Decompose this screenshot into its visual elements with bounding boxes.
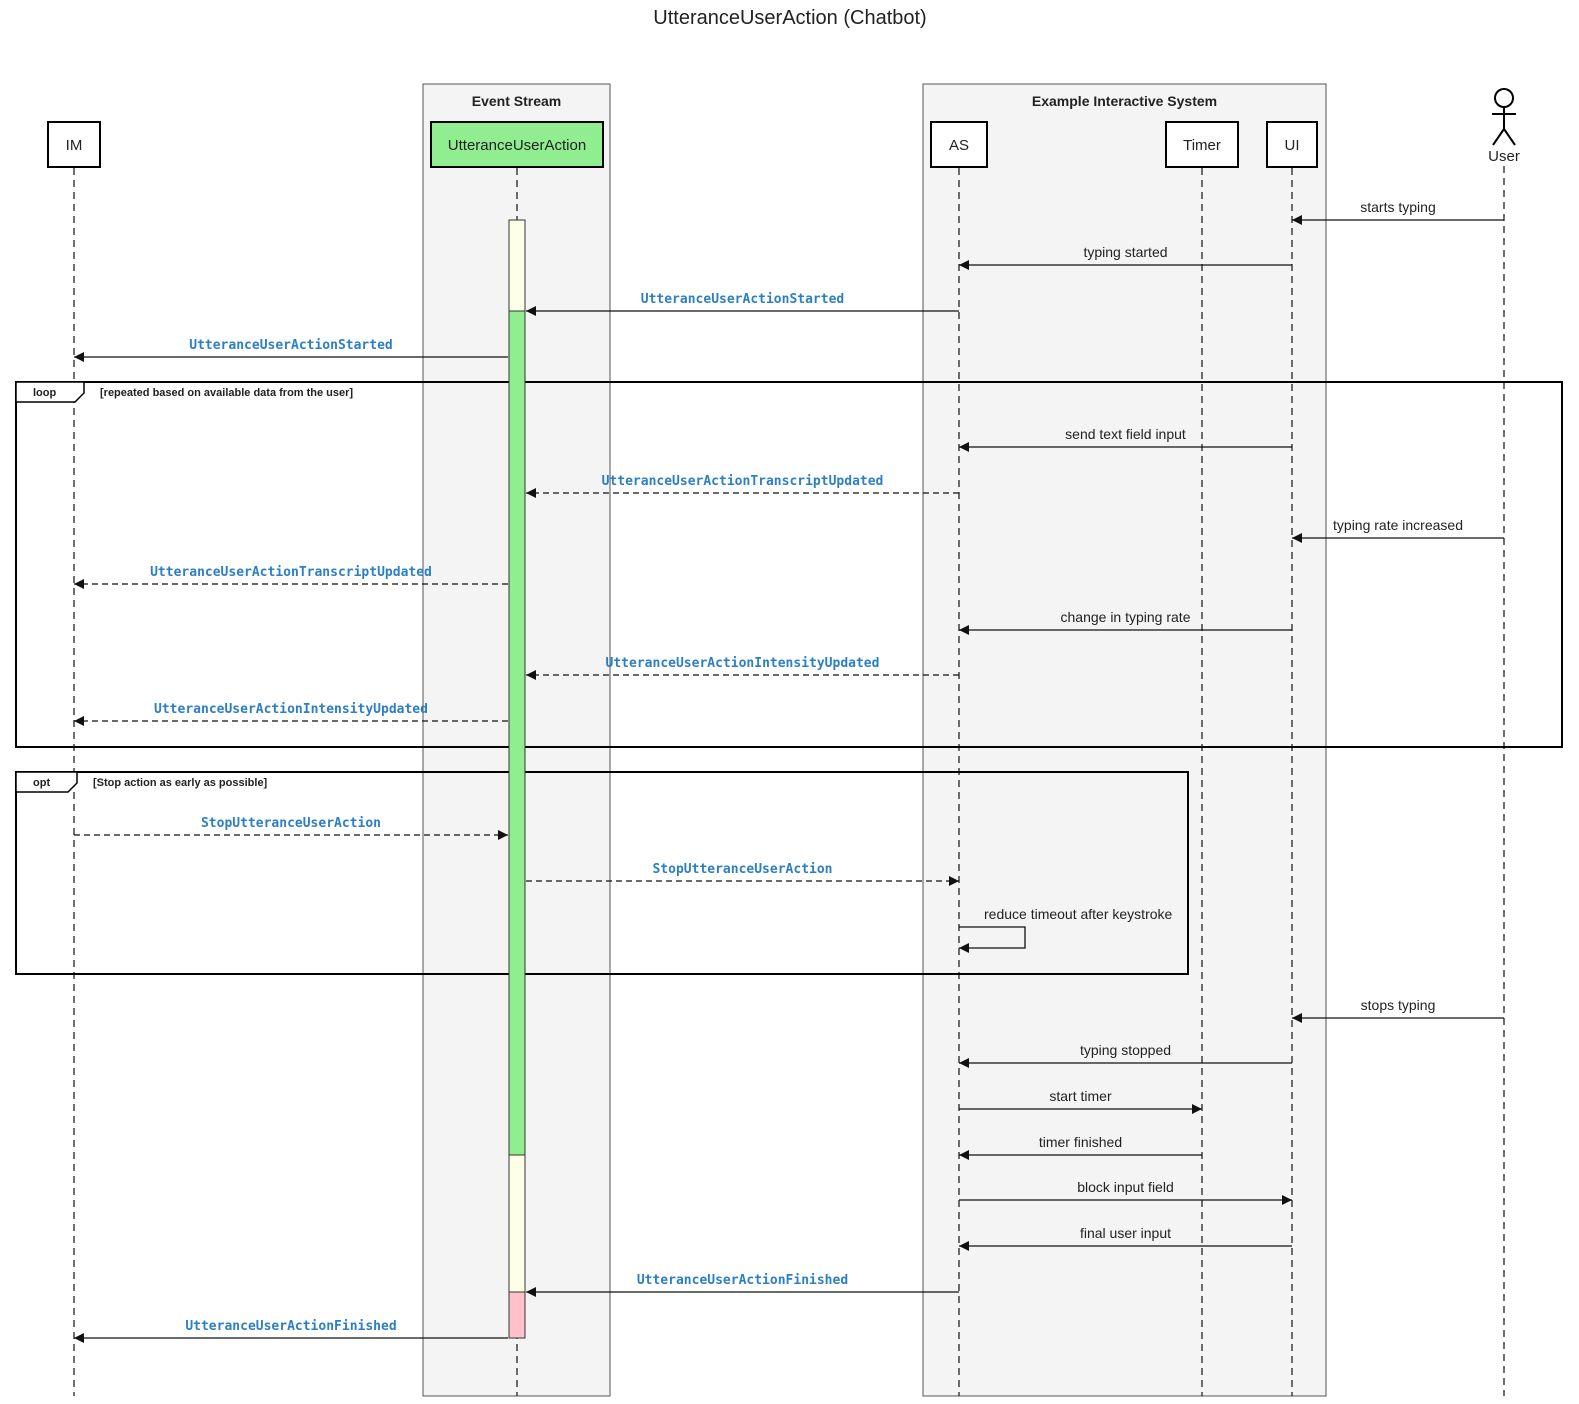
message: UtteranceUserActionIntensityUpdated [74,702,508,726]
participant-im: IM [47,121,101,168]
actor-user: User [1488,88,1520,165]
message: timer finished [959,1134,1202,1160]
participant-ui: UI [1266,121,1318,168]
event-label: UtteranceUserActionStarted [189,338,393,353]
event-label: StopUtteranceUserAction [652,862,832,877]
message-label: send text field input [1065,426,1186,442]
message-arrow [959,926,1026,953]
group-title: Event Stream [472,93,561,109]
message: reduce timeout after keystroke [959,906,1173,953]
event-label: UtteranceUserActionFinished [637,1273,848,1288]
activation-stopping [508,1154,526,1293]
event-label: UtteranceUserActionFinished [185,1319,396,1334]
participant-label: UI [1285,137,1300,154]
message: typing started [959,244,1292,270]
activation-running [508,310,526,1156]
message: UtteranceUserActionStarted [526,292,959,316]
message: start timer [959,1088,1202,1114]
activation-finished [508,1291,526,1339]
message-label: stops typing [1361,997,1436,1013]
participant-label: Timer [1183,137,1221,154]
fragment-loop: loop [repeated based on available data fr… [15,381,1563,748]
messages: starts typing typing startedUtteranceUser… [74,199,1504,1343]
participant-as: AS [930,121,988,168]
message: UtteranceUserActionFinished [526,1273,959,1297]
message: starts typing [1292,199,1504,225]
message: stops typing [1292,997,1504,1023]
participant-label: User [1488,148,1520,165]
participants: IM UtteranceUserAction AS Timer UI User [47,88,1520,168]
event-label: UtteranceUserActionIntensityUpdated [154,702,428,717]
message: send text field input [959,426,1292,452]
event-label: UtteranceUserActionStarted [641,292,845,307]
fragment-guard: [repeated based on available data from t… [100,387,353,399]
event-label: StopUtteranceUserAction [201,816,381,831]
message-label: typing rate increased [1333,517,1463,533]
participant-uua: UtteranceUserAction [430,121,604,168]
message-label: typing started [1083,244,1167,260]
participant-timer: Timer [1165,121,1239,168]
message: UtteranceUserActionIntensityUpdated [526,656,959,680]
message: final user input [959,1225,1292,1251]
message-label: block input field [1077,1179,1174,1195]
event-label: UtteranceUserActionTranscriptUpdated [150,565,432,580]
message: typing rate increased [1292,517,1504,543]
message: UtteranceUserActionStarted [74,338,508,362]
fragment-operator: opt [33,777,50,789]
fragment-opt: opt [Stop action as early as possible] [15,771,1189,975]
participant-groups: Event Stream Example Interactive System [422,83,1327,1397]
event-label: UtteranceUserActionIntensityUpdated [606,656,880,671]
message-label: start timer [1049,1088,1112,1104]
message: UtteranceUserActionFinished [74,1319,508,1343]
message: change in typing rate [959,609,1292,635]
message-label: typing stopped [1080,1042,1171,1058]
event-label: UtteranceUserActionTranscriptUpdated [602,474,884,489]
fragment-operator: loop [33,387,56,399]
message-label: timer finished [1039,1134,1122,1150]
group-title: Example Interactive System [1032,93,1217,109]
message-label: final user input [1080,1225,1171,1241]
participant-label: IM [66,137,83,154]
fragment-guard: [Stop action as early as possible] [93,777,268,789]
message: typing stopped [959,1042,1292,1068]
message: UtteranceUserActionTranscriptUpdated [74,565,508,589]
message: block input field [959,1179,1292,1205]
message-label: starts typing [1360,199,1435,215]
participant-label: AS [949,137,969,154]
diagram-title: UtteranceUserAction (Chatbot) [653,7,926,29]
activation-bar [508,219,526,1339]
combined-fragments: loop [repeated based on available data fr… [15,381,1563,975]
message: StopUtteranceUserAction [526,862,959,886]
group-example-system: Example Interactive System [922,83,1327,1397]
message-label: change in typing rate [1061,609,1191,625]
message: StopUtteranceUserAction [74,816,508,840]
message: UtteranceUserActionTranscriptUpdated [526,474,959,498]
participant-label: UtteranceUserAction [448,137,586,154]
message-label: reduce timeout after keystroke [984,906,1173,922]
activation-initializing [508,219,526,312]
